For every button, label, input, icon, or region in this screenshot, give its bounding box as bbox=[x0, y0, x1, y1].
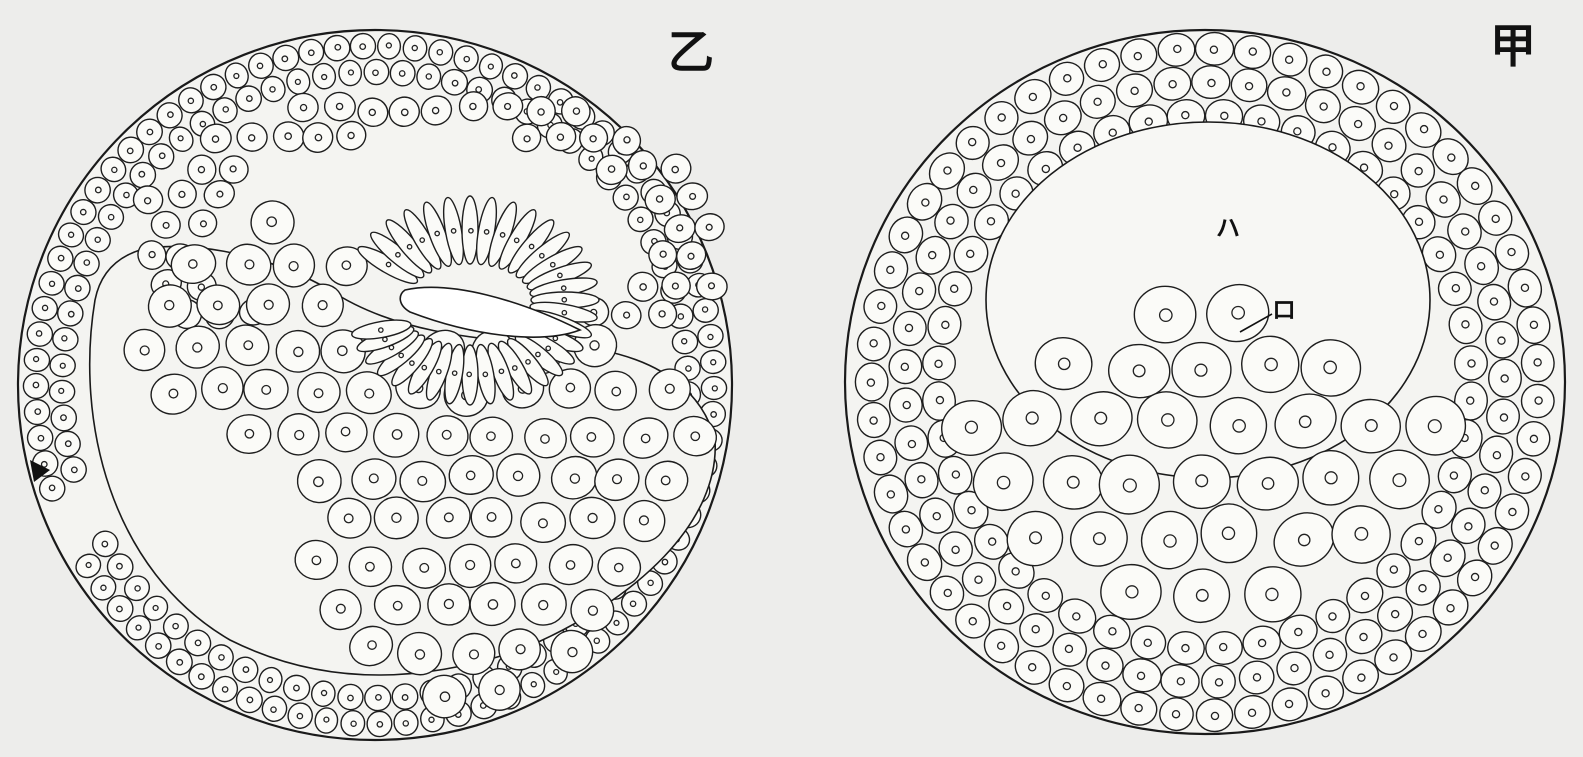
jia-ectoderm-cell bbox=[1201, 665, 1236, 699]
yi-endoderm-cell bbox=[427, 583, 470, 625]
yi-ectoderm-cell bbox=[23, 374, 48, 399]
yi-ectoderm-cell bbox=[350, 33, 376, 59]
panel-yi-gastrula: 乙 bbox=[18, 25, 732, 740]
yi-endoderm-cell bbox=[374, 496, 419, 539]
yi-ectoderm-cell bbox=[49, 353, 76, 377]
jia-ectoderm-cell bbox=[1196, 698, 1233, 732]
yi-lip-cell bbox=[459, 91, 488, 121]
jia-endoderm-cell bbox=[1172, 343, 1231, 397]
jia-annotation-ro: ロ bbox=[1272, 295, 1296, 324]
yi-ectoderm-cell bbox=[701, 377, 726, 400]
yi-ectoderm-cell bbox=[365, 685, 391, 710]
yi-ectoderm-cell bbox=[377, 33, 401, 59]
yi-lip-cell bbox=[187, 155, 216, 185]
jia-endoderm-cell bbox=[1245, 567, 1302, 623]
jia-ectoderm-cell bbox=[1191, 65, 1230, 98]
yi-ectoderm-cell bbox=[340, 710, 365, 737]
panel-jia-label: 甲 bbox=[1490, 19, 1536, 73]
jia-endoderm-cell bbox=[1134, 286, 1196, 343]
jia-ectoderm-cell bbox=[855, 363, 888, 401]
jia-endoderm-cell bbox=[1200, 503, 1257, 563]
yi-endoderm-cell bbox=[349, 547, 392, 587]
jia-annotation-ha: ハ bbox=[1216, 213, 1240, 242]
panel-yi-label: 乙 bbox=[668, 25, 714, 79]
jia-ectoderm-cell bbox=[1195, 32, 1234, 66]
jia-ectoderm-cell bbox=[888, 349, 922, 384]
yi-columnar-cell bbox=[462, 196, 478, 264]
yi-lip-cell bbox=[526, 96, 556, 126]
yi-ectoderm-cell bbox=[364, 59, 389, 84]
yi-columnar-cell bbox=[462, 345, 478, 405]
panel-jia-blastula: ハ ロ 甲 bbox=[845, 19, 1565, 734]
jia-ectoderm-cell bbox=[1488, 359, 1521, 397]
yi-endoderm-cell bbox=[227, 414, 272, 453]
yi-endoderm-cell bbox=[471, 498, 512, 537]
yi-ectoderm-cell bbox=[49, 380, 75, 403]
yi-ectoderm-cell bbox=[367, 711, 392, 737]
